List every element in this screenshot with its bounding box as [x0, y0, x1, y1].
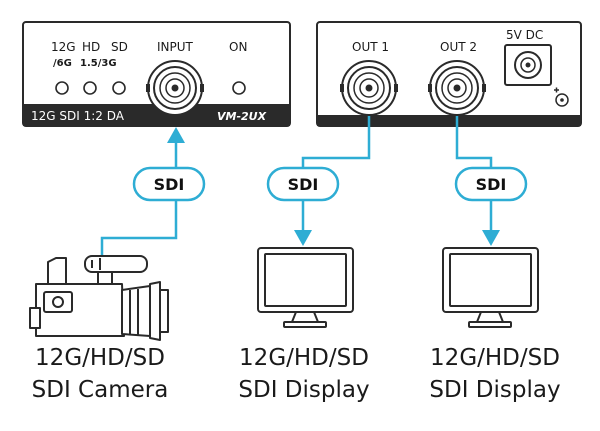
device-left: 12G SDI 1:2 DA VM-2UX 12G HD SD /6G 1.5/…: [22, 21, 291, 127]
bnc-out1-connector-icon: [340, 60, 398, 116]
arrow-down-to-display2-icon: [482, 230, 500, 246]
video-camera-icon: [29, 255, 169, 341]
out1-label: OUT 1: [352, 40, 389, 54]
sdi-pill-display2-label: SDI: [476, 175, 507, 194]
arrow-down-to-display1-icon: [294, 230, 312, 246]
led-sublabel-6g: /6G: [53, 58, 72, 69]
device-model-label: VM-2UX: [217, 110, 267, 123]
endpoint-camera-line1: 12G/HD/SD: [35, 345, 165, 371]
on-label: ON: [229, 40, 247, 54]
display-2-monitor-icon: [442, 247, 539, 328]
led-sublabel-1-5-3g: 1.5/3G: [80, 58, 117, 69]
led-label-sd: SD: [111, 40, 128, 54]
display-1-monitor-icon: [257, 247, 354, 328]
endpoint-display2-line2: SDI Display: [429, 377, 560, 403]
dc-power-jack-icon: [504, 44, 552, 86]
power-label: 5V DC: [506, 28, 543, 42]
endpoint-display1-line2: SDI Display: [238, 377, 369, 403]
sdi-pill-display2: SDI: [454, 166, 528, 202]
endpoint-display1-line1: 12G/HD/SD: [239, 345, 369, 371]
bnc-out2-connector-icon: [428, 60, 486, 116]
endpoint-display2-line1: 12G/HD/SD: [430, 345, 560, 371]
led-sd-indicator: [112, 81, 126, 95]
device-right-bottom-strip: [317, 115, 581, 126]
on-led-indicator: [232, 81, 246, 95]
sdi-pill-camera-label: SDI: [154, 175, 185, 194]
sdi-pill-display1-label: SDI: [288, 175, 319, 194]
bnc-input-connector-icon: [146, 60, 204, 116]
sdi-pill-camera: SDI: [132, 166, 206, 202]
dc-polarity-icon: [554, 87, 569, 107]
led-label-hd: HD: [82, 40, 100, 54]
led-hd-indicator: [83, 81, 97, 95]
sdi-pill-display1: SDI: [266, 166, 340, 202]
device-left-label-strip: [23, 104, 290, 126]
input-label: INPUT: [157, 40, 194, 54]
out2-label: OUT 2: [440, 40, 477, 54]
cable-camera-to-input: [100, 140, 178, 263]
led-label-12g: 12G: [51, 40, 76, 54]
arrowheads: [167, 127, 500, 246]
led-12g-indicator: [55, 81, 69, 95]
arrow-up-to-input-icon: [167, 127, 185, 143]
device-strip-label: 12G SDI 1:2 DA: [31, 109, 125, 123]
endpoint-camera-line2: SDI Camera: [32, 377, 169, 403]
device-right: OUT 1 OUT 2 5V DC: [316, 21, 582, 127]
